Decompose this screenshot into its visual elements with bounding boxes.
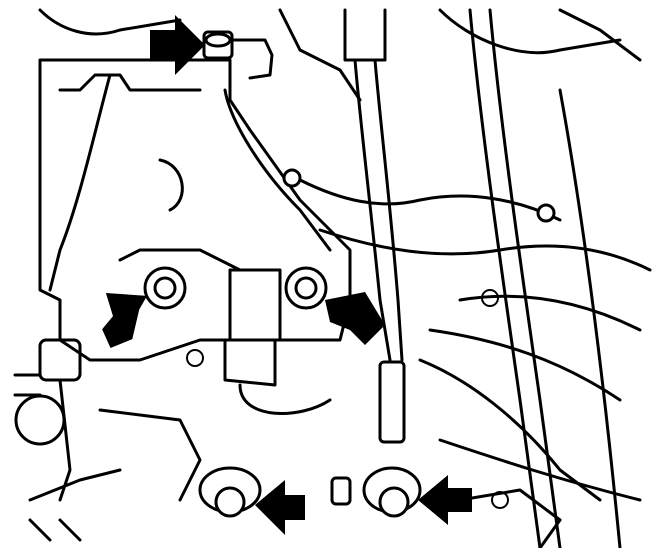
arrow-bottom-left-bolt: [255, 480, 305, 535]
center-mount-bolt: [284, 266, 328, 310]
small-bolts: [282, 168, 556, 506]
mounting-bracket: [38, 58, 352, 415]
tube-lines: [343, 8, 622, 548]
bolts: [143, 30, 556, 518]
arrow-center-mount-bolt: [325, 292, 385, 345]
arrow-bottom-right-bolt: [418, 475, 472, 525]
bottom-left-bolt: [198, 466, 262, 518]
engine-block-outline: [28, 8, 652, 548]
callout-arrows: [102, 15, 472, 535]
arrow-left-mount-bolt: [102, 292, 148, 349]
pulley-hub: [13, 289, 509, 542]
top-bolt: [202, 30, 274, 80]
arrow-top-bolt: [150, 15, 205, 75]
left-mount-bolt: [143, 266, 187, 310]
bottom-right-bolt: [362, 466, 422, 518]
